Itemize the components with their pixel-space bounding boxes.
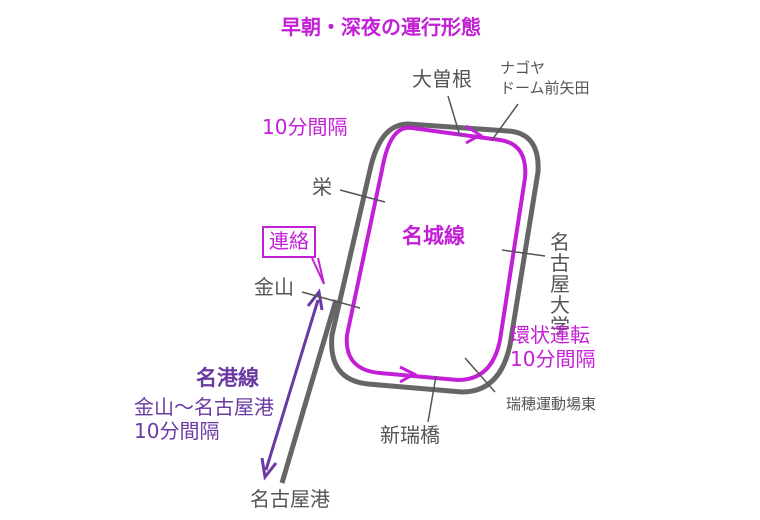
meijo-line-name: 名城線 <box>402 224 465 248</box>
loop-direction-arrow-top <box>465 124 483 145</box>
meijo-loop-service <box>344 125 528 383</box>
diagram-title: 早朝・深夜の運行形態 <box>281 15 481 39</box>
loop-direction-arrow-bottom <box>399 365 418 384</box>
station-shin-mizuhobashi: 新瑞橋 <box>380 423 440 447</box>
station-ozone: 大曽根 <box>412 67 472 91</box>
callout-pointer <box>311 257 325 285</box>
connection-callout: 連絡 <box>262 226 316 258</box>
meijo-interval-label: 10分間隔 <box>262 115 348 139</box>
station-nagoya-dome-line2: ドーム前矢田 <box>500 79 590 97</box>
leader-sakae <box>339 189 386 203</box>
leader-kanayama <box>301 291 361 309</box>
meijo-track-loop <box>329 121 541 395</box>
leader-shin-mizuhobashi <box>427 375 437 423</box>
leader-nagoya-dome <box>491 103 519 141</box>
meiko-track <box>279 299 339 484</box>
loop-service-label: 環状運転 <box>510 323 590 347</box>
station-kanayama: 金山 <box>254 275 294 299</box>
loop-interval-label: 10分間隔 <box>510 347 596 371</box>
meiko-service-line <box>264 299 320 471</box>
leader-nagoya-daigaku <box>501 249 546 257</box>
leader-ozone <box>447 95 461 137</box>
meiko-line-name: 名港線 <box>196 366 259 390</box>
station-nagoyako: 名古屋港 <box>250 487 330 511</box>
meiko-section-label: 金山〜名古屋港 <box>134 395 274 419</box>
meiko-arrowhead-bottom <box>260 457 278 481</box>
station-nagoya-dome-line1: ナゴヤ <box>500 59 546 77</box>
meiko-arrowhead-top <box>306 288 324 311</box>
meiko-interval-label: 10分間隔 <box>134 419 220 443</box>
station-mizuho-undojo-higashi: 瑞穂運動場東 <box>506 395 597 413</box>
station-sakae: 栄 <box>312 175 332 199</box>
leader-mizuho <box>464 357 496 393</box>
station-nagoya-daigaku: 名古屋大学 <box>550 230 570 338</box>
